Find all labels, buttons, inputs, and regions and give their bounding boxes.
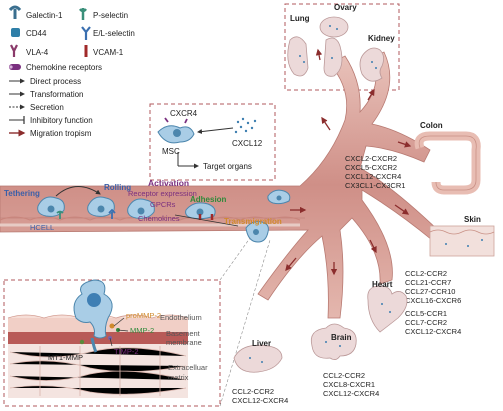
label-colon: Colon [420, 121, 443, 130]
liver-icon [233, 344, 283, 373]
legend-cd44: CD44 [26, 29, 47, 38]
cxcr4-inset: CXCR4 MSC CXCL12 Target organs [149, 103, 276, 181]
label-brain: Brain [331, 333, 352, 342]
label-gpcrs: GPCRs [150, 200, 176, 209]
brain-axis-1: CCL2-CCR2 [323, 371, 365, 380]
process-arrow [174, 214, 239, 227]
heart-axis-3: CXCL12-CXCR4 [405, 327, 461, 336]
inhibitory-icon [9, 116, 25, 124]
circulating-cell [267, 189, 291, 205]
activation-cell [127, 198, 155, 219]
zoom-msc-cell [73, 279, 113, 353]
eselectin-icon [81, 26, 91, 40]
transmigration-zoom: proMMP-2 MMP-2 TIMP-2 MT1-MMP Endotheliu… [3, 237, 271, 407]
inset-cxcr4: CXCR4 [170, 109, 198, 118]
zoom-border [3, 279, 221, 407]
label-tethering: Tethering [4, 189, 40, 198]
label-hcell: HCELL [30, 223, 54, 232]
kidney-icon [359, 47, 384, 82]
skin-axis-2: CCL21-CCR7 [405, 278, 451, 287]
inset-border [149, 103, 276, 181]
colon-axis-3: CXCL12-CXCR4 [345, 172, 401, 181]
skin-axis-1: CCL2-CCR2 [405, 269, 447, 278]
rolling-arrow [55, 186, 101, 197]
cxcl12-dots [234, 117, 257, 134]
cd44-icon [11, 28, 20, 37]
legend-galectin: Galectin-1 [26, 11, 63, 20]
chemokine-receptor-icon [9, 64, 21, 70]
heart-axis-2: CCL7-CCR2 [405, 318, 447, 327]
label-adhesion: Adhesion [190, 195, 227, 204]
endothelial-cells [0, 216, 301, 221]
liver-axis-1: CCL2-CCR2 [232, 387, 274, 396]
legend-inhibitory: Inhibitory function [30, 116, 93, 125]
label-heart: Heart [372, 280, 393, 289]
label-ecm-2: matrix [168, 373, 189, 382]
inset-arrow-chemotaxis [197, 127, 234, 135]
label-activation: Activation [148, 178, 189, 188]
label-kidney: Kidney [368, 34, 395, 43]
vla4-icon [10, 44, 18, 57]
label-basement-1: Basement [166, 329, 201, 338]
transmigration-cell [245, 221, 269, 243]
legend-chemokine-receptors: Chemokine receptors [26, 63, 102, 72]
legend-direct: Direct process [30, 77, 81, 86]
label-ovary: Ovary [334, 3, 357, 12]
label-basement-2: membrane [166, 338, 202, 347]
label-transmigration: Transmigration [224, 217, 282, 226]
colon-axis-4: CX3CL1-CX3CR1 [345, 181, 405, 190]
msc-cells-in-vessel [37, 189, 291, 243]
rolling-cell [87, 196, 115, 217]
pselectin-icon [79, 8, 87, 20]
adhesion-cell [185, 202, 216, 220]
legend-vla4: VLA-4 [26, 48, 49, 57]
label-ecm-1: Extracelluar [168, 363, 208, 372]
label-endothelium: Endothelium [160, 313, 202, 322]
label-receptor-expression: Receptor expression [128, 189, 197, 198]
legend-secretion: Secretion [30, 103, 64, 112]
label-timp2: TIMP-2 [114, 347, 139, 356]
legend: Galectin-1 P-selectin CD44 E/L-selectin … [8, 5, 135, 138]
inset-target: Target organs [203, 162, 252, 171]
inset-msc: MSC [162, 147, 180, 156]
msc-cell-icon [157, 117, 195, 144]
label-chemokines: Chemokines [138, 214, 180, 223]
colon-icon [414, 131, 481, 195]
heart-axis-1: CCL5-CCR1 [405, 309, 447, 318]
lung-icon [287, 36, 343, 77]
label-mmp2: MMP-2 [130, 326, 154, 335]
label-liver: Liver [252, 339, 271, 348]
label-mt1mmp: MT1-MMP [48, 353, 83, 362]
ovary-icon [319, 16, 349, 38]
brain-axis-3: CXCL12-CXCR4 [323, 389, 379, 398]
legend-eselectin: E/L-selectin [93, 29, 135, 38]
skin-icon [429, 225, 495, 257]
organs-box [284, 3, 400, 91]
colon-axis-1: CXCL2-CXCR2 [345, 154, 397, 163]
legend-pselectin: P-selectin [93, 11, 128, 20]
colon-axis-2: CXCL5-CXCR2 [345, 163, 397, 172]
legend-migration: Migration tropism [30, 129, 92, 138]
label-rolling: Rolling [104, 183, 131, 192]
legend-vcam1: VCAM-1 [93, 48, 124, 57]
liver-axis-2: CXCL12-CXCR4 [232, 396, 288, 405]
galectin-icon [8, 5, 22, 19]
inset-cxcl12: CXCL12 [232, 139, 263, 148]
brain-axis-2: CXCL8-CXCR1 [323, 380, 375, 389]
label-prommp2: proMMP-2 [126, 311, 161, 320]
migration-arrows [285, 48, 412, 276]
ecm-fibers [9, 346, 187, 396]
skin-axis-4: CXCL16-CXCR6 [405, 296, 461, 305]
brain-icon [310, 323, 357, 360]
legend-transformation: Transformation [30, 90, 84, 99]
label-skin: Skin [464, 215, 481, 224]
heart-icon [367, 285, 408, 333]
label-lung: Lung [290, 14, 310, 23]
skin-axis-3: CCL27-CCR10 [405, 287, 455, 296]
